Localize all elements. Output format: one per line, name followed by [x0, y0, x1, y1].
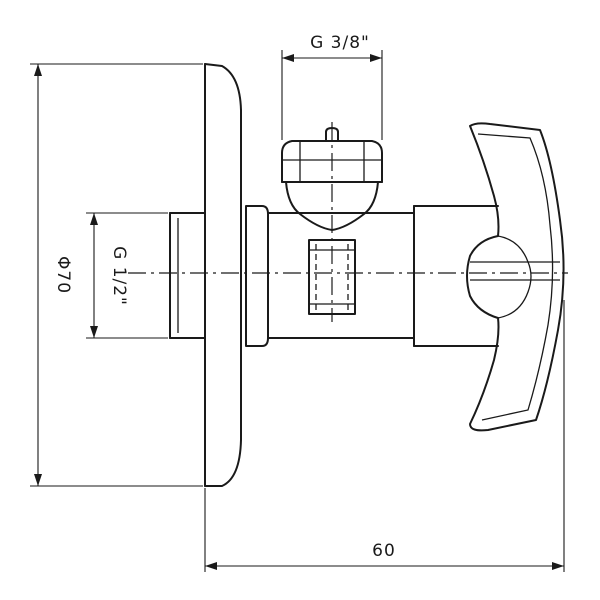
- top-connection-label: G 3/8": [310, 33, 370, 53]
- dimension-overall-length: 60: [204, 300, 565, 572]
- cross-handle: [466, 122, 565, 432]
- inlet-connection-label: G 1/2": [109, 246, 129, 306]
- dimension-inlet-connection: G 1/2": [86, 212, 168, 339]
- dimension-rosette-diameter: Φ70: [30, 63, 203, 487]
- stem-housing: [413, 205, 499, 347]
- valve-body: [245, 127, 415, 347]
- inlet-thread: [169, 212, 206, 339]
- overall-length-label: 60: [372, 541, 396, 561]
- dimension-top-connection: G 3/8": [281, 33, 383, 140]
- rosette: [204, 63, 242, 487]
- rosette-diameter-label: Φ70: [53, 256, 73, 294]
